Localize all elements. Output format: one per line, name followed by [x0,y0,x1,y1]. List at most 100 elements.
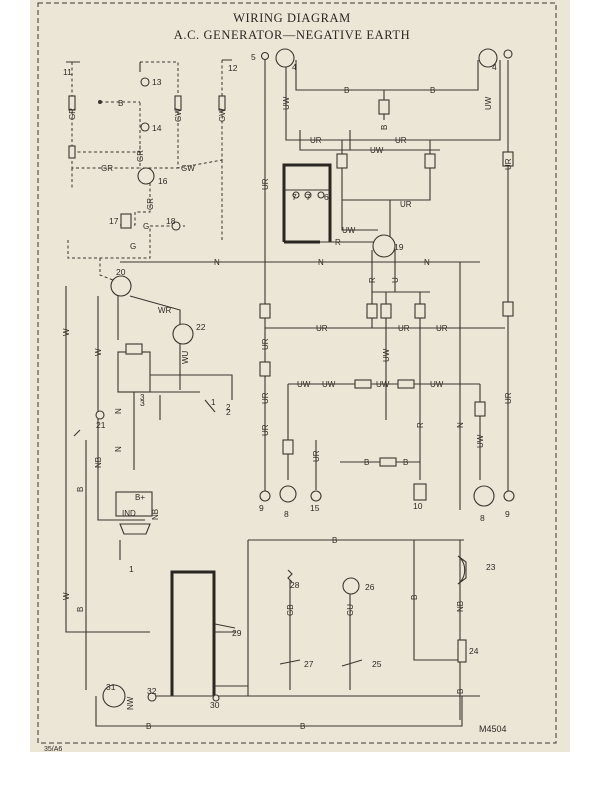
diagram-subtitle: A.C. GENERATOR—NEGATIVE EARTH [174,28,411,42]
component-number: 20 [116,267,126,277]
wire-label: UR [395,136,407,145]
wire-label: B [76,487,85,492]
wire-label: UR [261,424,270,436]
terminal-label-2: 2 [226,403,231,412]
component-number: 21 [96,420,106,430]
terminal-label-3: 3 [140,393,145,402]
diagram-title: WIRING DIAGRAM [233,11,351,25]
component-number: 29 [232,628,242,638]
component-number: 5 [251,52,256,62]
wire-label: UW [297,380,311,389]
wire-label: B [76,607,85,612]
terminal-label-1: 1 [211,398,216,407]
wire-label: UW [342,226,356,235]
wire-label: UR [316,324,328,333]
wire-label: B [456,689,465,694]
wire-label: B [300,722,305,731]
component-number: 26 [365,582,375,592]
wire-label: W [94,348,103,356]
wire-label: N [114,446,123,452]
component-number: 3 [140,398,145,408]
lower-harness [95,539,480,727]
component-number: 7 [306,192,311,202]
terminal-labels: IND B+ 1 2 3 [122,393,231,518]
wire-label: UR [398,324,410,333]
wire-label: B [380,125,389,130]
component-number: 7 [292,192,297,202]
component-number: 10 [413,501,423,511]
wire-label: GB [286,604,295,616]
wire-labels: GR B GW GW GR GR GW GR G G B B B UW UW U… [62,86,513,731]
wire-label: N [424,258,430,267]
wire-label: WR [158,306,172,315]
figure-code: M4504 [479,724,507,734]
wire-label: UW [476,434,485,448]
component-numbers: 1 2 3 4 4 5 6 7 7 8 8 9 9 10 11 12 13 14… [63,52,510,710]
wire-label: UR [310,136,322,145]
wire-label: UR [504,158,513,170]
wire-label: G [143,222,149,231]
component-number: 27 [304,659,314,669]
terminal-label-b-plus: B+ [135,493,145,502]
wire-label: WU [181,350,190,364]
wire-label: N [214,258,220,267]
component-number: 18 [166,216,176,226]
component-number: 11 [63,67,72,77]
wire-label: UW [430,380,444,389]
wire-label: NB [151,509,160,520]
wire-label: GR [146,198,155,210]
wire-label: GW [218,108,227,122]
terminal-label-ind: IND [122,509,136,518]
wire-label: UR [261,178,270,190]
wire-label: B [410,595,419,600]
wire-label: W [62,592,71,600]
component-number: 30 [210,700,220,710]
wire-label: UW [484,96,493,110]
component-number: 8 [480,513,485,523]
wire-label: B [332,536,337,545]
ignition-region [65,275,233,690]
component-number: 12 [228,63,238,73]
wire-label: GW [174,108,183,122]
wire-label: UW [376,380,390,389]
wire-label: W [62,328,71,336]
wire-label: U [391,277,400,283]
wire-label: GR [136,150,145,162]
component-number: 15 [310,503,320,513]
wire-label: UR [312,450,321,462]
component-number: 6 [324,192,329,202]
wire-label: R [416,422,425,428]
wire-label: N [114,408,123,414]
component-number: 25 [372,659,382,669]
wire-label: B [118,99,123,108]
component-number: 4 [292,62,297,72]
component-number: 1 [129,564,134,574]
wire-label: N [318,258,324,267]
wire-label: GR [68,108,77,120]
component-number: 8 [284,509,289,519]
wire-label: B [146,722,151,731]
component-number: 31 [106,682,116,692]
component-number: 9 [259,503,264,513]
wire-label: UR [504,392,513,404]
dashed-loom-left [66,59,232,283]
wire-label: R [335,238,341,247]
uw-row [259,361,515,507]
switch-19-wiring [120,234,505,720]
component-number: 32 [147,686,157,696]
component-number: 14 [152,123,162,133]
component-number: 24 [469,646,479,656]
wire-label: NB [94,457,103,468]
component-number: 9 [505,509,510,519]
wire-label: UW [382,348,391,362]
component-number: 4 [492,62,497,72]
component-number: 19 [394,242,404,252]
component-number: 17 [109,216,119,226]
wire-label: N [456,422,465,428]
wire-label: NW [126,696,135,710]
wire-label: B [344,86,349,95]
paper-sheet [30,0,570,752]
wire-label: GW [181,164,195,173]
